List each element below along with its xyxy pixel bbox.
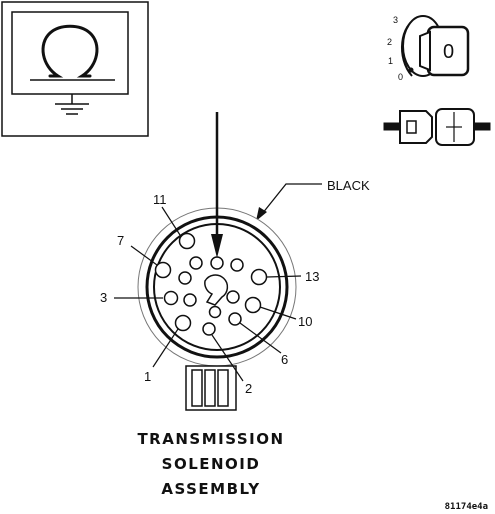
figure-code: 81174e4a [445,502,488,512]
ignition-position-2: 2 [387,37,392,47]
pin-label-2: 2 [245,381,252,396]
pin-label-10: 10 [298,314,312,329]
pin-label-7: 7 [117,233,124,248]
pin-label-13: 13 [305,269,319,284]
transmission-connector [137,207,297,411]
harness-connector-icon [383,108,491,146]
caption-line-3: ASSEMBLY [161,480,260,498]
caption: TRANSMISSION SOLENOID ASSEMBLY [137,430,284,498]
pin-2 [202,322,216,336]
ignition-position-0: 0 [398,72,403,82]
test-probe-arrow [211,112,223,258]
caption-line-2: SOLENOID [162,455,261,473]
ohmmeter-symbol-box [1,1,149,137]
pin-inner-left-upper [178,271,192,285]
ignition-position-3: 3 [393,15,398,25]
ignition-switch-icon: 3 2 1 0 0 [387,15,470,82]
pin-top-center [210,256,224,270]
pin-11 [178,232,196,250]
black-wire-callout: BLACK [256,178,370,221]
pin-leader-lines [114,206,302,382]
pin-labels: 11 7 3 1 2 6 10 13 [100,192,319,396]
pin-inner-right [226,290,240,304]
pin-13 [250,268,268,286]
pin-7 [154,261,172,279]
pin-10 [244,296,262,314]
ignition-position-1: 1 [388,56,393,66]
wire-color-label: BLACK [327,178,370,193]
ground-symbol-icon [30,79,115,115]
pin-label-1: 1 [144,369,151,384]
pin-1 [174,314,192,332]
harness-tail [185,365,237,411]
pin-3 [163,290,179,306]
pin-label-3: 3 [100,290,107,305]
pin-inner-top-right [230,258,244,272]
caption-line-1: TRANSMISSION [137,430,284,448]
pin-6 [228,312,242,326]
ignition-key-label: 0 [443,41,454,63]
pin-inner-top-left [189,256,203,270]
pin-inner-left-lower [183,293,197,307]
pin-label-6: 6 [281,352,288,367]
connector-key-slot [204,274,229,306]
pin-label-11: 11 [153,192,167,207]
ohm-symbol-icon [41,24,99,78]
pin-inner-bottom [208,305,222,319]
